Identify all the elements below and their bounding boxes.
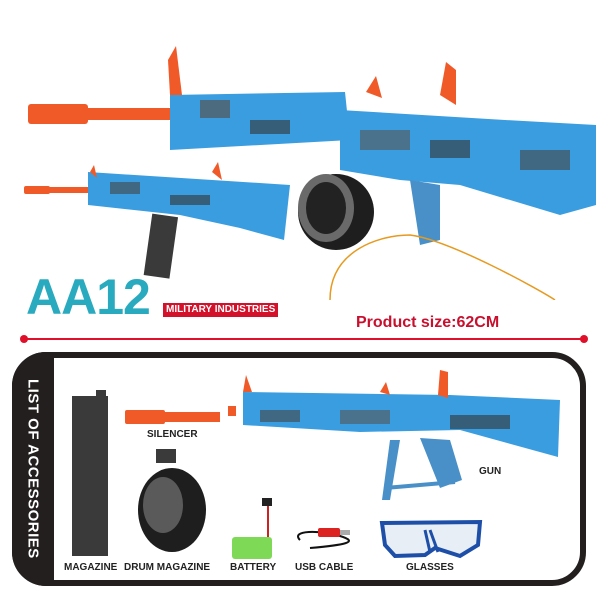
product-size-label: Product size:62CM (356, 314, 500, 331)
size-line-start-dot (20, 335, 28, 343)
silencer-icon (125, 410, 220, 424)
size-line-end-dot (580, 335, 588, 343)
accessories-sidebar (12, 352, 54, 586)
gun-icon (228, 370, 560, 500)
label-usb-cable: USB CABLE (295, 562, 354, 573)
battery-icon (232, 498, 272, 559)
label-gun: GUN (479, 466, 502, 477)
accessories-images (72, 370, 560, 559)
label-silencer: SILENCER (147, 429, 198, 440)
label-glasses: GLASSES (406, 562, 454, 573)
label-magazine: MAGAZINE (64, 562, 118, 573)
magazine-icon (72, 390, 108, 556)
drum-magazine-icon (138, 449, 206, 552)
accessories-heading: LIST OF ACCESSORIES (24, 379, 42, 559)
label-battery: BATTERY (230, 562, 277, 573)
model-title: AA12 (26, 269, 151, 325)
large-gun-image (24, 46, 596, 300)
size-divider (24, 338, 584, 340)
label-drum-magazine: DRUM MAGAZINE (124, 562, 211, 573)
glasses-icon (379, 519, 483, 559)
usb-cable-icon (297, 528, 350, 549)
brand-badge: MILITARY INDUSTRIES (163, 303, 279, 317)
